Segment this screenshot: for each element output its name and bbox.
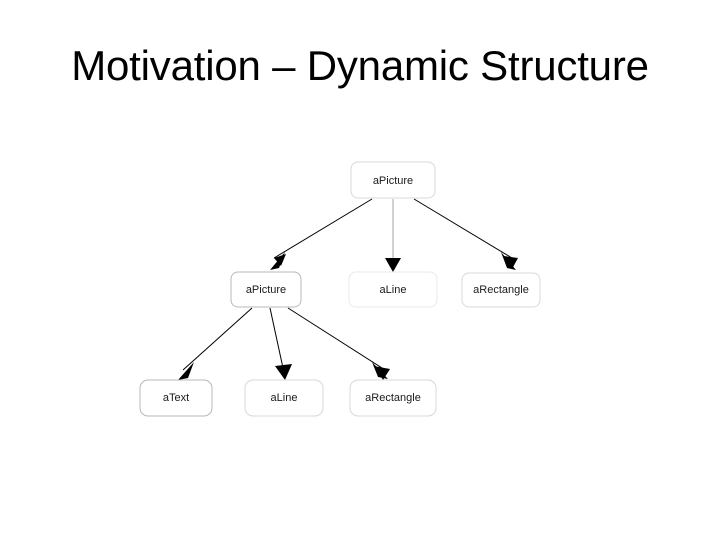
node-leaf-atext[interactable]: aText bbox=[139, 379, 213, 417]
node-box bbox=[350, 161, 436, 199]
edge-mid1-to-leaf3 bbox=[287, 307, 390, 380]
node-box bbox=[349, 379, 437, 417]
edge-root-to-mid3 bbox=[413, 198, 518, 270]
node-label: aRectangle bbox=[473, 284, 529, 296]
node-root-apicture[interactable]: aPicture bbox=[350, 161, 436, 199]
edge-mid1-to-leaf1 bbox=[178, 307, 253, 380]
node-mid-apicture[interactable]: aPicture bbox=[230, 271, 302, 308]
node-box bbox=[461, 272, 541, 308]
node-box bbox=[348, 271, 438, 308]
node-mid-aline[interactable]: aLine bbox=[348, 271, 438, 308]
node-label: aLine bbox=[271, 392, 298, 404]
node-leaf-arectangle[interactable]: aRectangle bbox=[349, 379, 437, 417]
node-mid-arectangle[interactable]: aRectangle bbox=[461, 272, 541, 308]
edge-root-to-mid1 bbox=[270, 198, 373, 270]
node-label: aRectangle bbox=[365, 392, 421, 404]
node-leaf-aline[interactable]: aLine bbox=[244, 379, 324, 417]
node-box bbox=[139, 379, 213, 417]
node-box bbox=[230, 271, 302, 308]
node-label: aText bbox=[163, 392, 189, 404]
node-label: aPicture bbox=[373, 175, 413, 187]
node-label: aPicture bbox=[246, 284, 286, 296]
node-box bbox=[244, 379, 324, 417]
edge-mid1-to-leaf2 bbox=[269, 307, 292, 380]
edge-root-to-mid2 bbox=[385, 199, 401, 272]
node-label: aLine bbox=[380, 284, 407, 296]
page-title: Motivation – Dynamic Structure bbox=[71, 42, 649, 89]
